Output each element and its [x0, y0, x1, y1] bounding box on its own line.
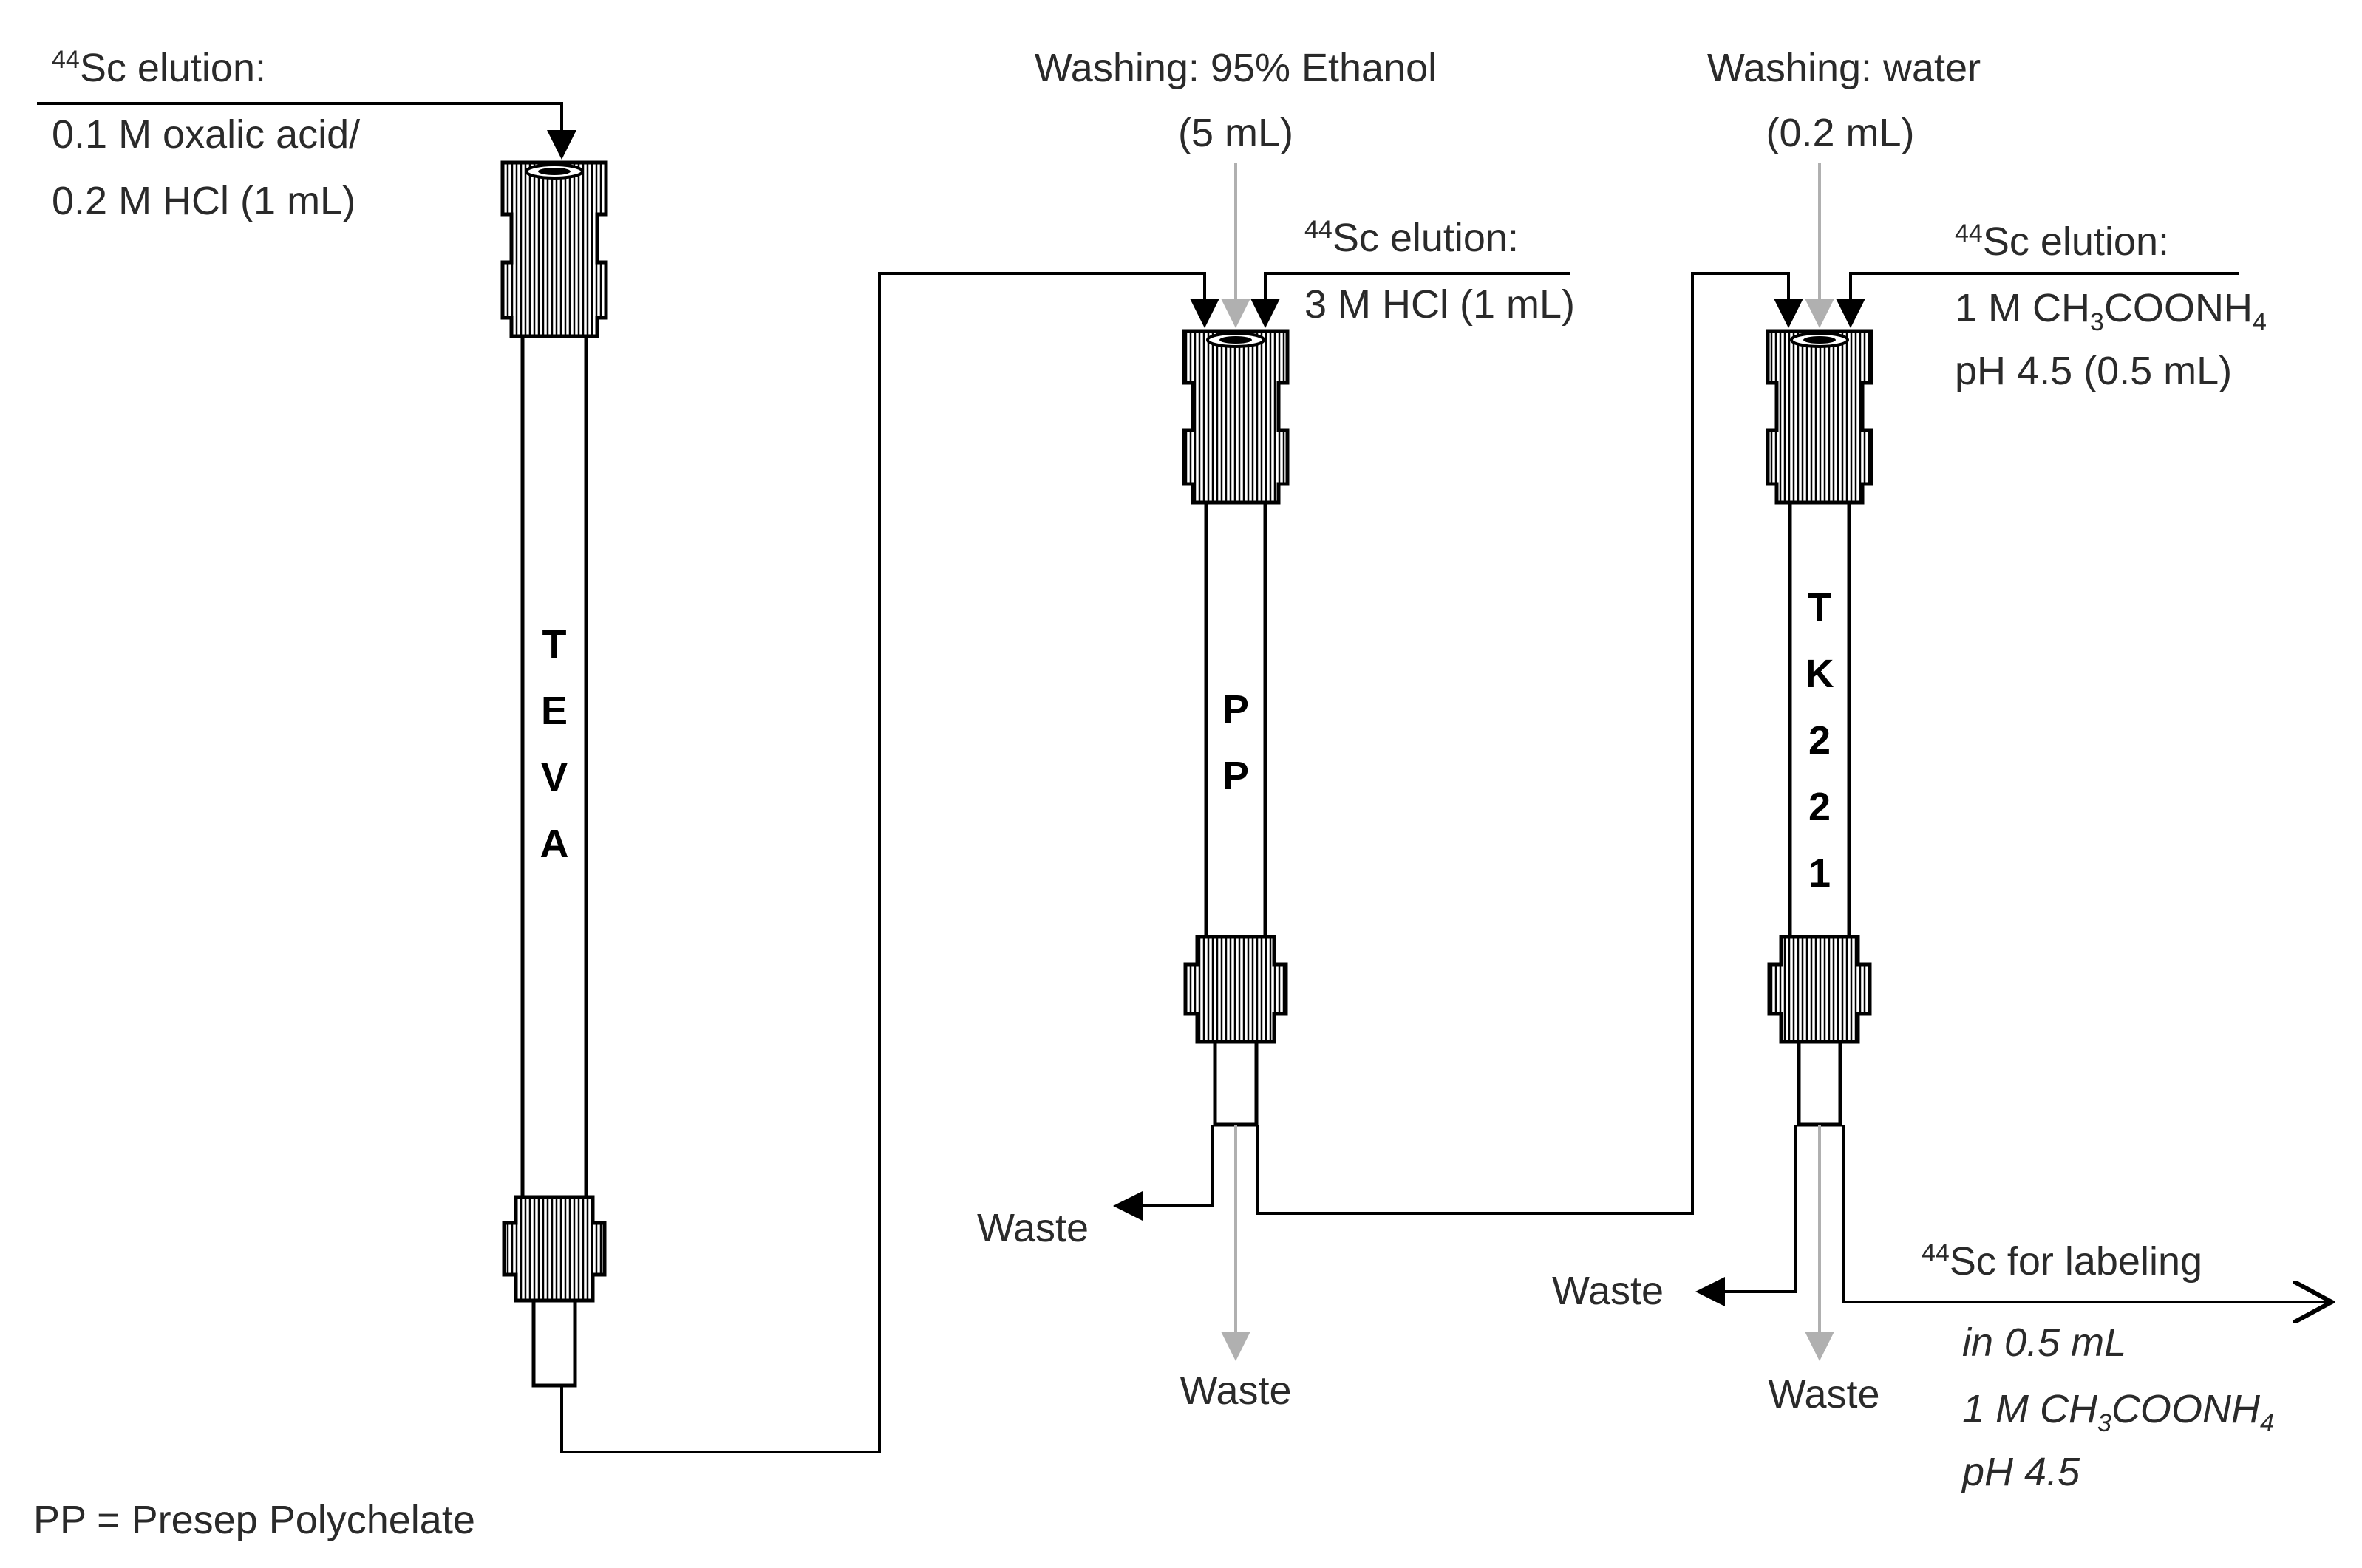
teva-letter: T [542, 622, 567, 667]
teva-top-cap [500, 160, 608, 338]
tk221-wash-line2: (0.2 mL) [1766, 111, 1914, 155]
tk221-elution-line3: pH 4.5 (0.5 mL) [1955, 349, 2232, 393]
tk221-letter: T [1808, 585, 1832, 630]
output-line2: in 0.5 mL [1962, 1320, 2126, 1365]
teva-bottom-cap [502, 1195, 607, 1303]
output-line3: 1 M CH3COONH4 [1962, 1387, 2274, 1437]
tk221-bottom-cap [1767, 935, 1872, 1044]
pp-outlet-tip [1213, 1040, 1259, 1127]
pp-elution-title: 44Sc elution: [1304, 216, 1519, 260]
teva-outlet-tip [531, 1298, 577, 1388]
pp-letter: P [1222, 754, 1249, 798]
tk221-elution-inlet-arrow [1836, 272, 2239, 328]
tk221-product-line [1842, 1125, 2332, 1302]
output-title: 44Sc for labeling [1922, 1239, 2202, 1284]
teva-elution-line1: 0.1 M oxalic acid/ [52, 112, 360, 157]
teva-elution-title: 44Sc elution: [52, 46, 266, 90]
teva-to-pp-line [560, 272, 1219, 1453]
pp-column: P P [1182, 329, 1290, 1127]
pp-to-tk221-line [1256, 272, 1803, 1215]
tk221-letter: 1 [1808, 851, 1831, 896]
pp-letter: P [1222, 687, 1249, 732]
pp-wash-line1: Washing: 95% Ethanol [1035, 46, 1437, 90]
pp-bottom-cap [1183, 935, 1288, 1044]
tk221-letter: K [1805, 652, 1834, 696]
footnote: PP = Presep Polychelate [33, 1498, 475, 1542]
tk221-waste-side-label: Waste [1552, 1269, 1664, 1313]
tk221-elution-line2: 1 M CH3COONH4 [1955, 286, 2267, 336]
tk221-elution-title: 44Sc elution: [1955, 219, 2169, 264]
pp-waste-bottom-label: Waste [1180, 1368, 1291, 1413]
teva-letter: V [541, 755, 568, 800]
teva-tube [520, 334, 588, 1199]
pp-waste-side-line [1113, 1125, 1214, 1221]
tk221-tube [1788, 500, 1851, 948]
tk221-wash-line1: Washing: water [1707, 46, 1981, 90]
pp-top-cap [1182, 329, 1290, 505]
tk221-top-cap [1766, 329, 1873, 505]
tk221-outlet-tip [1797, 1040, 1842, 1127]
pp-elution-line2: 3 M HCl (1 mL) [1304, 282, 1575, 327]
tk221-letter: 2 [1808, 785, 1831, 829]
teva-column: T E V A [500, 160, 608, 1388]
teva-elution-inlet-arrow [37, 102, 576, 160]
teva-letter: A [540, 822, 569, 866]
tk221-letter: 2 [1808, 718, 1831, 763]
output-line4: pH 4.5 [1961, 1450, 2080, 1494]
tk221-waste-bottom-label: Waste [1768, 1372, 1879, 1417]
tk221-waste-side-line [1695, 1125, 1797, 1306]
pp-elution-inlet-arrow [1250, 272, 1570, 328]
tk221-column: T K 2 2 1 [1766, 329, 1873, 1127]
teva-letter: E [541, 689, 568, 733]
teva-elution-line2: 0.2 M HCl (1 mL) [52, 179, 355, 223]
pp-waste-side-label: Waste [977, 1206, 1089, 1250]
pp-wash-line2: (5 mL) [1178, 111, 1293, 155]
